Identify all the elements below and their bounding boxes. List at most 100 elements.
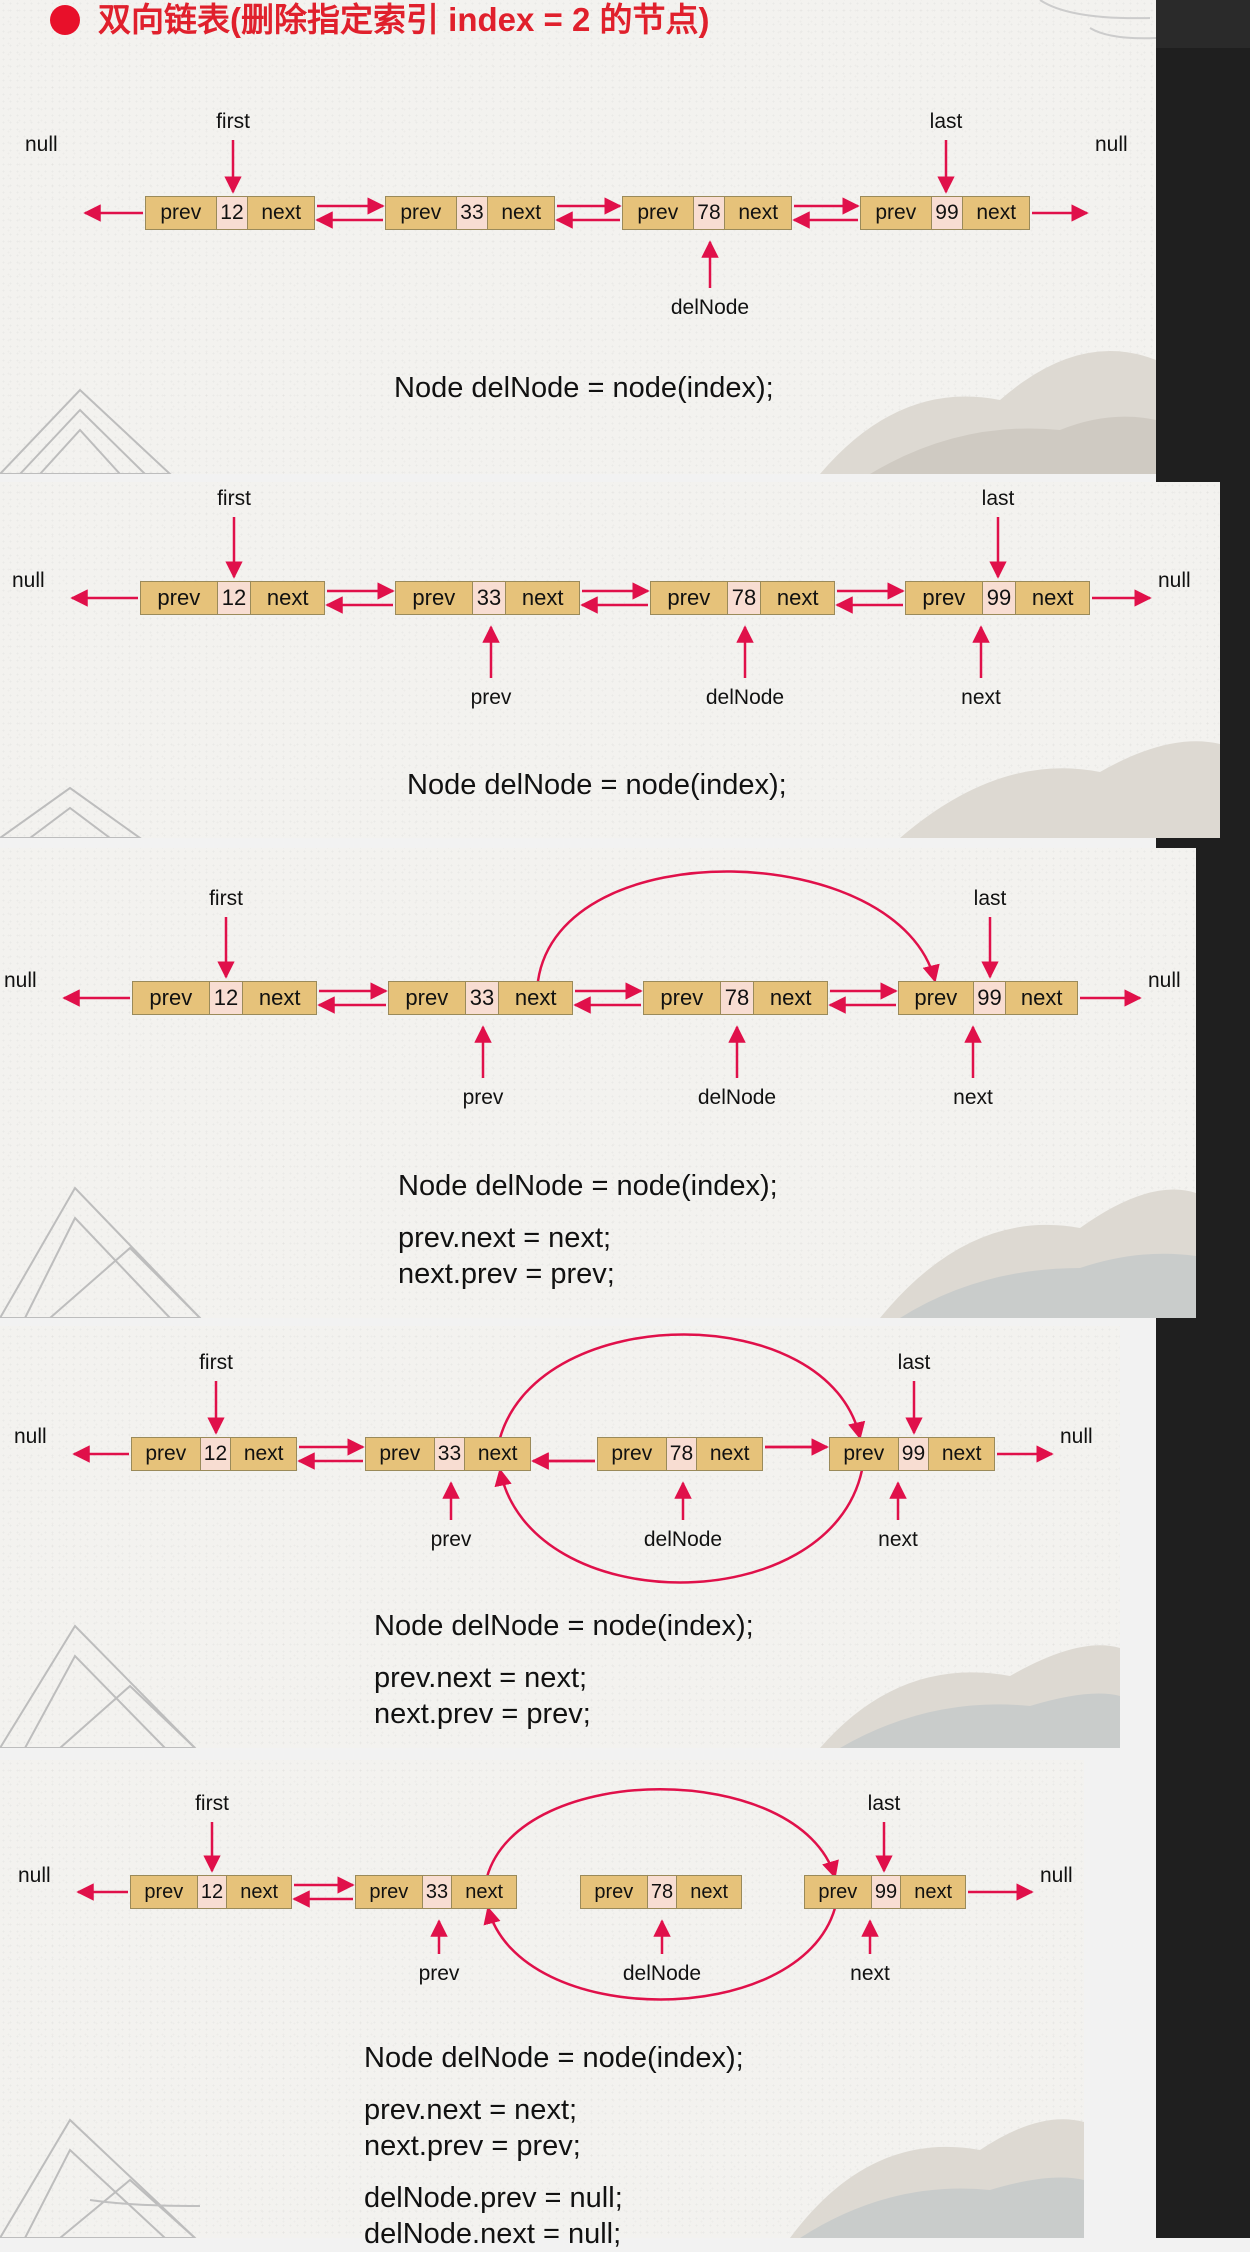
pointer-label-delNode: delNode — [643, 1528, 723, 1551]
null-right: null — [1148, 969, 1181, 992]
slide-decoration — [0, 1624, 1120, 1748]
code-block: Node delNode = node(index); — [407, 767, 787, 803]
node-prev-field: prev — [598, 1438, 666, 1470]
node-next-field: next — [963, 197, 1029, 229]
bullet-dot-icon — [50, 5, 80, 35]
node-value: 99 — [930, 197, 964, 229]
null-right: null — [1158, 569, 1191, 592]
code-line: Node delNode = node(index); — [398, 1170, 778, 1202]
pointer-label-delNode: delNode — [705, 686, 785, 709]
node-next-field: next — [1006, 982, 1077, 1014]
node-next-field: next — [677, 1876, 741, 1908]
node-value: 33 — [455, 197, 489, 229]
pointer-label-delNode: delNode — [697, 1086, 777, 1109]
node-next-field: next — [1016, 582, 1089, 614]
dark-background-top-right — [1156, 0, 1250, 48]
code-block: Node delNode = node(index); prev.next = n… — [398, 1168, 778, 1292]
null-right: null — [1095, 133, 1128, 156]
code-line: delNode.next = null; — [364, 2218, 622, 2250]
node-next-field: next — [754, 982, 827, 1014]
null-right: null — [1060, 1425, 1093, 1448]
node-next-field: next — [697, 1438, 762, 1470]
pointer-label-first: first — [199, 1351, 233, 1374]
node-value: 99 — [897, 1438, 930, 1470]
code-line: next.prev = prev; — [374, 1698, 591, 1730]
node-next-field: next — [488, 197, 554, 229]
node-next-field: next — [227, 1876, 291, 1908]
code-line: prev.next = next; — [364, 2094, 578, 2126]
pointer-label-next: next — [878, 1528, 918, 1551]
node-prev-field: prev — [861, 197, 931, 229]
slide-step-2 — [0, 482, 1220, 838]
null-left: null — [4, 969, 37, 992]
node-prev-field: prev — [389, 982, 465, 1014]
node-prev-field: prev — [623, 197, 693, 229]
node-value: 78 — [692, 197, 726, 229]
pointer-label-prev: prev — [430, 1528, 472, 1551]
node-value: 33 — [421, 1876, 453, 1908]
pointer-label-last: last — [867, 1792, 901, 1815]
node-next-field: next — [499, 982, 572, 1014]
node-value: 12 — [208, 982, 244, 1014]
node-next-field: next — [248, 197, 314, 229]
node-value: 99 — [972, 982, 1007, 1014]
node-value: 78 — [646, 1876, 678, 1908]
node-prev-field: prev — [906, 582, 982, 614]
pointer-label-last: last — [929, 110, 963, 133]
node-next-field: next — [465, 1438, 530, 1470]
node-next-field: next — [929, 1438, 994, 1470]
code-gap — [364, 2076, 744, 2092]
null-right: null — [1040, 1864, 1073, 1887]
node-value: 33 — [433, 1438, 466, 1470]
node-next-field: next — [725, 197, 791, 229]
pointer-label-prev: prev — [418, 1962, 460, 1985]
pointer-label-delNode: delNode — [670, 296, 750, 319]
node-next-field: next — [506, 582, 579, 614]
code-block: Node delNode = node(index); prev.next = n… — [364, 2040, 744, 2252]
code-line: prev.next = next; — [398, 1222, 612, 1254]
node-next-field: next — [901, 1876, 965, 1908]
slide-decoration — [0, 2118, 1084, 2238]
null-left: null — [12, 569, 45, 592]
pointer-label-delNode: delNode — [622, 1962, 702, 1985]
code-line: delNode.prev = null; — [364, 2182, 623, 2214]
node-prev-field: prev — [132, 1438, 200, 1470]
node-value: 12 — [215, 197, 249, 229]
node-prev-field: prev — [396, 582, 472, 614]
null-left: null — [25, 133, 58, 156]
null-left: null — [18, 1864, 51, 1887]
node-prev-field: prev — [133, 982, 209, 1014]
node-value: 33 — [471, 582, 507, 614]
code-line: Node delNode = node(index); — [394, 372, 774, 404]
node-prev-field: prev — [141, 582, 217, 614]
code-gap — [364, 2164, 744, 2180]
code-line: next.prev = prev; — [398, 1258, 615, 1290]
node-prev-field: prev — [830, 1438, 898, 1470]
code-line: Node delNode = node(index); — [364, 2042, 744, 2074]
slide-decoration — [0, 741, 1220, 838]
node-prev-field: prev — [644, 982, 720, 1014]
pointer-label-first: first — [195, 1792, 229, 1815]
code-block: Node delNode = node(index); — [394, 370, 774, 406]
node-prev-field: prev — [356, 1876, 422, 1908]
null-left: null — [14, 1425, 47, 1448]
pointer-label-next: next — [850, 1962, 890, 1985]
pointer-label-prev: prev — [470, 686, 512, 709]
node-value: 99 — [981, 582, 1017, 614]
code-block: Node delNode = node(index);prev.next = n… — [374, 1608, 754, 1732]
node-next-field: next — [452, 1876, 516, 1908]
node-prev-field: prev — [805, 1876, 871, 1908]
code-line: Node delNode = node(index); — [407, 769, 787, 801]
